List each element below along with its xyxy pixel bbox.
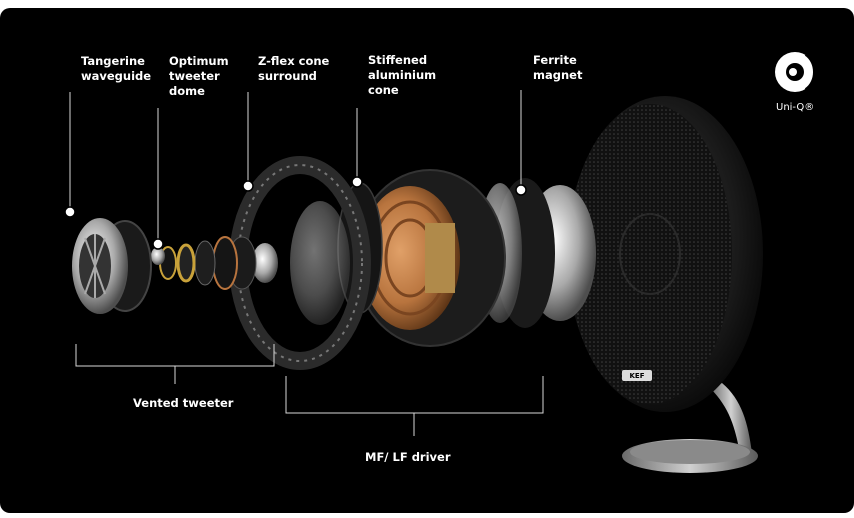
label-zflex-surround: Z-flex cone surround — [258, 54, 330, 83]
kef-badge: KEF — [629, 372, 645, 380]
speaker-cabinet — [567, 96, 763, 473]
label-vented-tweeter: Vented tweeter — [133, 396, 234, 410]
aluminium-cone-assembly — [337, 169, 506, 347]
callout-lines — [69, 90, 544, 436]
label-ferrite-magnet: Ferrite magnet — [533, 53, 583, 82]
uniq-logo-text: Uni-Q® — [776, 102, 815, 113]
label-tangerine-waveguide: Tangerine waveguide — [81, 54, 152, 83]
exploded-speaker-illustration — [64, 52, 817, 473]
diagram-panel: Tangerine waveguide Optimum tweeter dome… — [0, 8, 854, 513]
label-tweeter-dome: Optimum tweeter dome — [169, 54, 229, 98]
label-mf-lf-driver: MF/ LF driver — [365, 450, 451, 464]
uniq-logo-icon — [775, 52, 817, 92]
callout-dots — [64, 176, 527, 250]
label-aluminium-cone: Stiffened aluminium cone — [368, 53, 437, 97]
tweeter-assembly — [72, 218, 278, 314]
